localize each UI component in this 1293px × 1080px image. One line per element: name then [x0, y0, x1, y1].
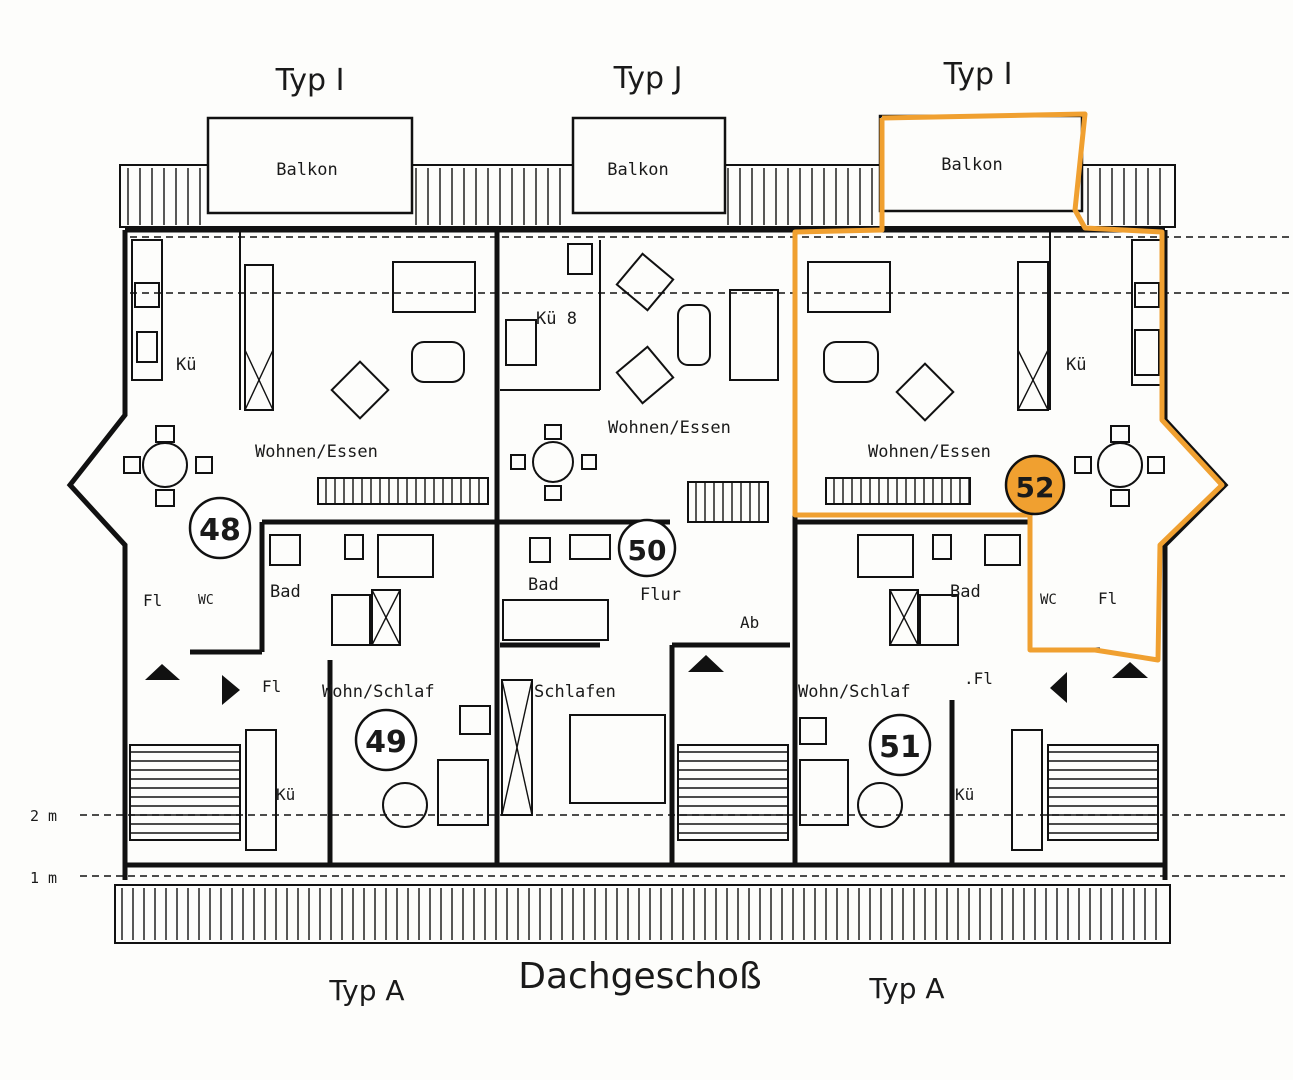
arrow-up-icon — [1112, 662, 1148, 678]
stairs-upper — [317, 477, 971, 523]
floor-title: Dachgeschoß — [518, 956, 761, 997]
arrow-up-icon — [688, 655, 724, 672]
kitchen-right — [1017, 239, 1163, 411]
type-label-bottom-left: Typ A — [328, 974, 404, 1007]
unit-number-52: 52 — [1004, 454, 1066, 516]
bathroom-right — [857, 534, 1021, 646]
balcony-label: Balkon — [276, 160, 337, 180]
room-label-wc: WC — [1040, 592, 1057, 608]
unit-number-50: 50 — [617, 518, 677, 578]
arrow-up-icon — [145, 664, 180, 680]
scale-mark-1m: 1 m — [30, 869, 57, 887]
unit-number-48: 48 — [188, 496, 252, 560]
unit-52-highlight — [792, 111, 1225, 663]
furniture-lower — [245, 679, 1043, 851]
unit-number: 52 — [1016, 471, 1055, 504]
room-label-kitchen: Kü — [176, 355, 196, 375]
room-label-living: Wohnen/Essen — [608, 418, 731, 438]
room-label-hall: Fl — [1098, 589, 1117, 608]
scale-mark-2m: 2 m — [30, 807, 57, 825]
unit-number: 50 — [628, 534, 667, 567]
room-labels: Kü Kü 8 Kü Kü Kü Wohnen/Essen Wohnen/Ess… — [143, 309, 1117, 804]
furniture-left — [123, 261, 476, 507]
room-label-kitchen: Kü — [1066, 355, 1086, 375]
room-label-kitchen: Kü 8 — [536, 309, 577, 329]
kitchen-left — [131, 239, 274, 411]
room-label-storage: Ab — [740, 613, 759, 632]
bathroom-left — [269, 534, 434, 646]
arrow-left-icon — [1050, 672, 1067, 703]
bathroom-mid — [502, 534, 611, 641]
type-label-top-left: Typ I — [275, 63, 345, 98]
balcony-left: Balkon — [206, 116, 414, 215]
room-label-hall: Flur — [640, 585, 681, 605]
room-label-wc: WC — [198, 593, 214, 608]
unit-number-51: 51 — [868, 713, 932, 777]
type-label-top-mid: Typ J — [613, 61, 683, 96]
balcony-label: Balkon — [607, 160, 668, 180]
arrow-right-icon — [222, 675, 240, 705]
room-label-living-sleeping: Wohn/Schlaf — [798, 682, 911, 702]
unit-number: 51 — [879, 730, 921, 765]
outer-walls — [66, 227, 1229, 880]
room-label-kitchen: Kü — [276, 785, 295, 804]
room-label-bath: Bad — [950, 582, 981, 602]
bottom-roof-strip — [114, 884, 1171, 944]
balcony-label: Balkon — [941, 155, 1002, 175]
room-label-bath: Bad — [270, 582, 301, 602]
room-label-living: Wohnen/Essen — [255, 442, 378, 462]
furniture-mid — [510, 252, 779, 501]
kitchen-mid — [505, 243, 593, 366]
room-label-bath: Bad — [528, 575, 559, 595]
type-label-bottom-right: Typ A — [868, 972, 944, 1005]
room-label-living-sleeping: Wohn/Schlaf — [322, 682, 435, 702]
room-label-living: Wohnen/Essen — [868, 442, 991, 462]
balcony-mid: Balkon — [571, 116, 727, 215]
room-label-bedroom: Schlafen — [534, 682, 616, 702]
room-label-hall: Fl — [262, 677, 281, 696]
room-label-kitchen: Kü — [955, 785, 974, 804]
type-label-top-right: Typ I — [943, 57, 1013, 92]
stairs-lower — [129, 655, 1159, 841]
room-label-hall: Fl — [143, 591, 162, 610]
unit-number-49: 49 — [354, 708, 418, 772]
unit-number: 49 — [365, 725, 407, 760]
furniture-right — [807, 261, 1165, 507]
room-label-hall: .Fl — [964, 669, 993, 688]
unit-number: 48 — [199, 513, 241, 548]
balcony-right: Balkon — [878, 114, 1084, 213]
